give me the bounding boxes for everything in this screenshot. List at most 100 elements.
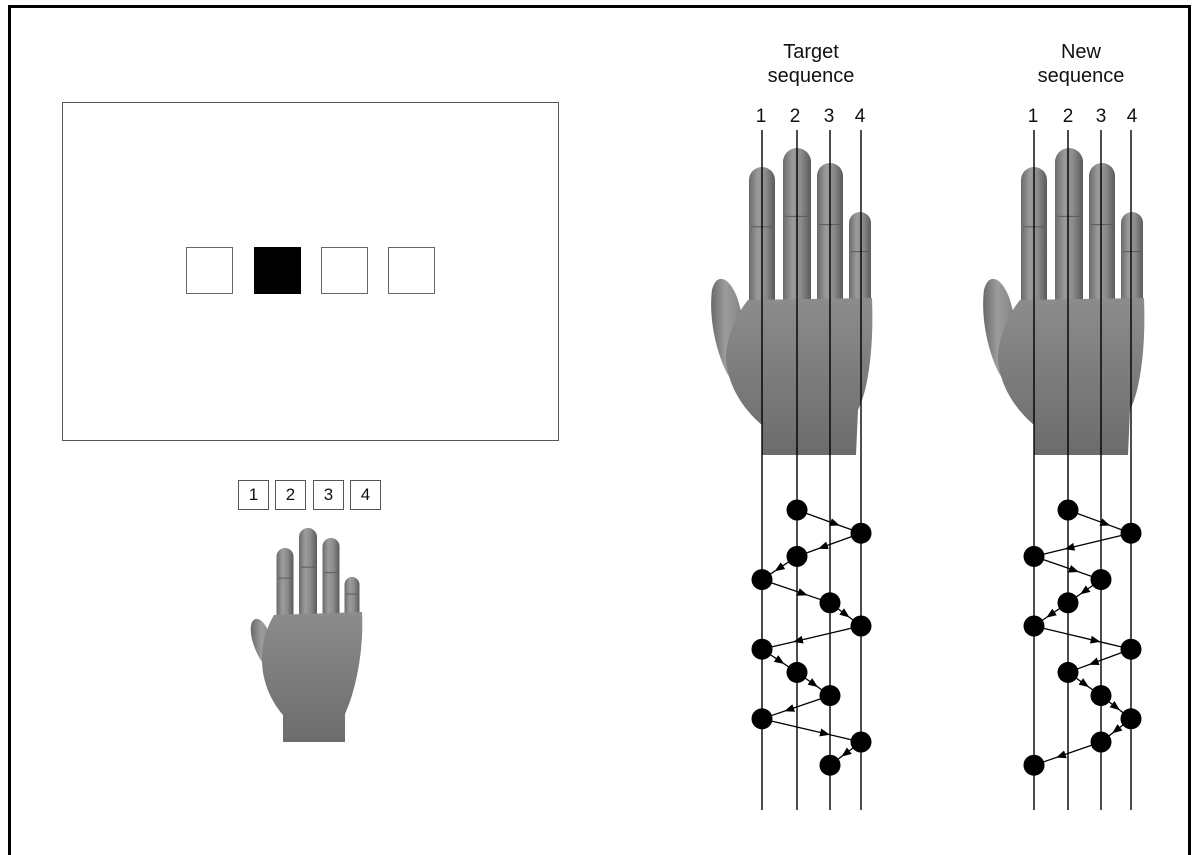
target-sequence-dot-10 xyxy=(751,708,773,730)
new-transition-tail-4 xyxy=(1075,593,1082,598)
target-transition-arrow-10 xyxy=(771,720,830,737)
new-sequence-dot-1 xyxy=(1057,499,1079,521)
target-finger-label-1: 1 xyxy=(755,106,767,127)
target-transition-arrow-8 xyxy=(804,677,818,688)
target-sequence-dot-5 xyxy=(819,592,841,614)
response-key-1: 1 xyxy=(238,480,269,510)
new-transition-arrow-11 xyxy=(1055,744,1092,759)
new-transition-arrow-9 xyxy=(1108,700,1120,711)
new-sequence-dot-11 xyxy=(1090,731,1112,753)
new-transition-tail-9 xyxy=(1118,709,1124,714)
small-hand-palm xyxy=(262,612,363,742)
new-finger-label-4: 4 xyxy=(1126,106,1138,127)
target-transition-tail-10 xyxy=(828,733,852,741)
target-transition-arrow-6 xyxy=(793,627,852,644)
target-finger-label-2: 2 xyxy=(789,106,801,127)
new-sequence-title: New sequence xyxy=(1001,40,1161,88)
target-sequence-dot-4 xyxy=(751,569,773,591)
new-finger-label-3: 3 xyxy=(1095,106,1107,127)
new-sequence-dot-4 xyxy=(1090,569,1112,591)
target-transition-tail-8 xyxy=(816,686,823,691)
new-transition-arrow-6 xyxy=(1043,627,1101,644)
target-transition-tail-5 xyxy=(848,616,854,621)
new-transition-tail-8 xyxy=(1087,686,1094,691)
target-finger-label-4: 4 xyxy=(854,106,866,127)
target-hand-palm xyxy=(726,298,873,455)
target-sequence-dot-6 xyxy=(850,615,872,637)
target-transition-arrow-1 xyxy=(806,512,840,526)
new-transition-arrow-7 xyxy=(1088,652,1122,666)
new-transition-arrow-2 xyxy=(1064,534,1122,551)
stimulus-square-3 xyxy=(321,247,368,294)
figure-frame xyxy=(8,5,1191,855)
new-title-line2: sequence xyxy=(1037,65,1125,87)
new-finger-label-2: 2 xyxy=(1062,106,1074,127)
new-transition-arrow-5 xyxy=(1046,607,1061,618)
new-transition-tail-5 xyxy=(1041,616,1048,621)
target-sequence-dot-2 xyxy=(850,522,872,544)
new-sequence-dot-7 xyxy=(1120,638,1142,660)
new-transition-arrow-4 xyxy=(1080,584,1094,595)
target-sequence-dot-8 xyxy=(786,661,808,683)
new-transition-tail-10 xyxy=(1108,732,1114,737)
response-key-2: 2 xyxy=(275,480,306,510)
target-sequence-dot-12 xyxy=(819,754,841,776)
target-transition-arrow-2 xyxy=(818,535,852,550)
target-sequence-dot-3 xyxy=(786,545,808,567)
new-sequence-dot-12 xyxy=(1023,754,1045,776)
target-transition-tail-7 xyxy=(783,662,790,668)
small-hand xyxy=(250,528,363,742)
target-transition-tail-2 xyxy=(806,547,820,554)
new-hand xyxy=(983,148,1145,455)
target-sequence-dot-9 xyxy=(819,685,841,707)
new-sequence-dot-3 xyxy=(1023,545,1045,567)
new-transition-arrow-10 xyxy=(1112,724,1124,734)
new-transition-arrow-1 xyxy=(1077,512,1111,526)
new-sequence-dot-10 xyxy=(1120,708,1142,730)
target-sequence-dot-1 xyxy=(786,499,808,521)
new-transition-tail-7 xyxy=(1077,663,1090,670)
target-transition-tail-1 xyxy=(838,524,852,531)
new-transition-tail-6 xyxy=(1099,641,1122,648)
target-hand xyxy=(711,148,873,455)
stimulus-square-4 xyxy=(388,247,435,294)
target-finger-label-3: 3 xyxy=(823,106,835,127)
new-sequence-dot-6 xyxy=(1023,615,1045,637)
response-key-3: 3 xyxy=(313,480,344,510)
stimulus-square-2 xyxy=(254,247,301,294)
new-transition-arrow-3 xyxy=(1043,559,1080,573)
target-transition-arrow-11 xyxy=(841,747,854,757)
target-transition-tail-11 xyxy=(837,755,843,760)
new-finger-label-1: 1 xyxy=(1027,106,1039,127)
target-transition-tail-6 xyxy=(771,641,795,648)
target-transition-arrow-9 xyxy=(784,698,821,712)
target-transition-arrow-5 xyxy=(837,608,850,618)
target-transition-arrow-7 xyxy=(769,654,785,665)
target-transition-tail-3 xyxy=(769,570,776,575)
new-transition-tail-3 xyxy=(1077,571,1092,577)
new-sequence-dot-2 xyxy=(1120,522,1142,544)
new-transition-tail-11 xyxy=(1043,756,1058,763)
new-hand-finger-2 xyxy=(1055,148,1083,330)
target-transition-tail-9 xyxy=(771,710,786,717)
target-sequence-title: Target sequence xyxy=(731,40,891,88)
new-sequence-dot-8 xyxy=(1057,661,1079,683)
new-transition-tail-1 xyxy=(1109,524,1122,531)
stimulus-monitor xyxy=(62,102,559,441)
stimulus-square-1 xyxy=(186,247,233,294)
new-sequence-dot-9 xyxy=(1090,685,1112,707)
target-transition-arrow-3 xyxy=(774,561,790,572)
response-key-4: 4 xyxy=(350,480,381,510)
target-transition-arrow-4 xyxy=(771,582,808,596)
target-title-line2: sequence xyxy=(767,65,855,87)
new-transition-tail-2 xyxy=(1043,548,1066,555)
new-hand-finger-3 xyxy=(1089,163,1115,330)
target-title-line1: Target xyxy=(783,41,839,63)
new-transition-arrow-8 xyxy=(1075,677,1089,688)
target-sequence-dot-11 xyxy=(850,731,872,753)
target-sequence-dot-7 xyxy=(751,638,773,660)
target-transition-tail-4 xyxy=(806,594,821,601)
new-title-line1: New xyxy=(1060,41,1101,63)
new-hand-palm xyxy=(998,298,1145,455)
